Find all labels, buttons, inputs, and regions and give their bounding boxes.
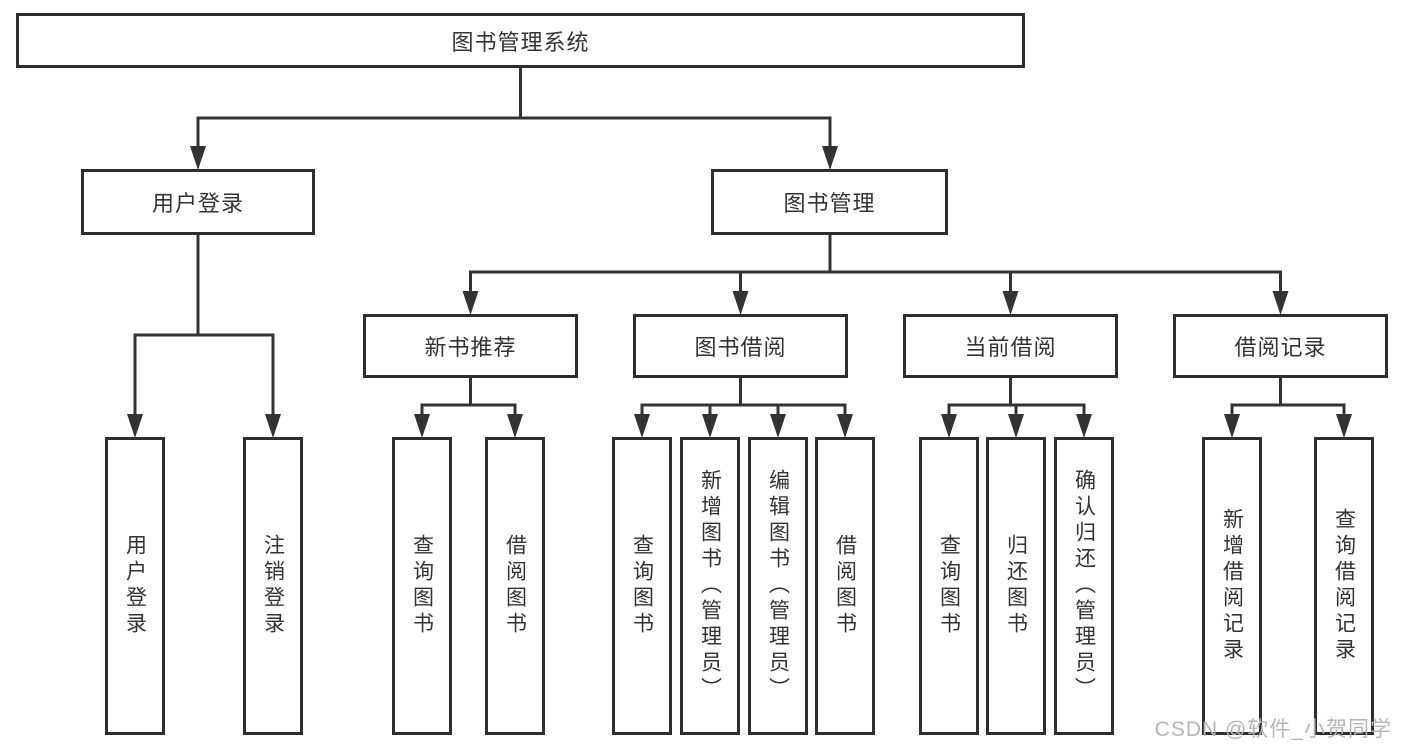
node-current-borrowing: 当前借阅 [903,314,1118,378]
node-label: 新书推荐 [424,335,517,360]
leaf-add-books-admin: 新增图书（管理员） [680,437,740,735]
node-label: 图书管理 [783,191,876,216]
leaf-borrow-books-recommend: 借阅图书 [485,437,545,735]
leaf-confirm-return-admin: 确认归还（管理员） [1054,437,1114,735]
leaf-add-borrow-record: 新增借阅记录 [1202,437,1262,735]
node-label: 当前借阅 [964,335,1057,360]
leaf-query-books-borrowing: 查询图书 [612,437,672,735]
node-label: 编辑图书（管理员） [766,469,790,703]
node-label: 查询图书 [410,534,434,638]
node-label: 归还图书 [1004,534,1028,638]
arrowheads-level2 [190,146,838,170]
node-user-login-branch: 用户登录 [81,169,315,235]
node-book-borrowing: 图书借阅 [633,314,848,378]
node-label: 查询图书 [630,534,654,638]
node-book-management-branch: 图书管理 [711,169,948,235]
connector-user-to-leaves [133,235,275,415]
leaf-user-login: 用户登录 [105,437,165,735]
connector-groups-to-leaves [420,378,1346,415]
node-new-book-recommendation: 新书推荐 [363,314,578,378]
node-label: 新增图书（管理员） [698,469,722,703]
node-library-management-system: 图书管理系统 [16,13,1025,68]
leaf-query-borrow-record: 查询借阅记录 [1314,437,1374,735]
node-label: 图书管理系统 [451,29,590,55]
node-label: 用户登录 [151,191,244,216]
node-label: 用户登录 [123,534,147,638]
node-label: 借阅记录 [1234,335,1327,360]
connector-root-to-level2 [196,68,832,147]
arrowheads-user-leaves [127,414,281,438]
node-borrowing-records: 借阅记录 [1173,314,1388,378]
connector-book-to-groups [469,235,1282,292]
leaf-logout: 注销登录 [243,437,303,735]
node-label: 确认归还（管理员） [1072,469,1096,703]
node-label: 借阅图书 [833,534,857,638]
node-label: 注销登录 [261,534,285,638]
node-label: 新增借阅记录 [1220,508,1244,664]
arrowheads-leaves [414,414,1352,438]
leaf-query-books-recommend: 查询图书 [392,437,452,735]
node-label: 图书借阅 [694,335,787,360]
leaf-edit-books-admin: 编辑图书（管理员） [748,437,808,735]
node-label: 借阅图书 [503,534,527,638]
csdn-watermark: CSDN @软件_小贺同学 [1154,718,1392,741]
node-label: 查询借阅记录 [1332,508,1356,664]
leaf-query-books-current: 查询图书 [919,437,979,735]
arrowheads-groups [462,291,1289,315]
leaf-borrow-books: 借阅图书 [815,437,875,735]
node-label: 查询图书 [937,534,961,638]
leaf-return-books: 归还图书 [986,437,1046,735]
